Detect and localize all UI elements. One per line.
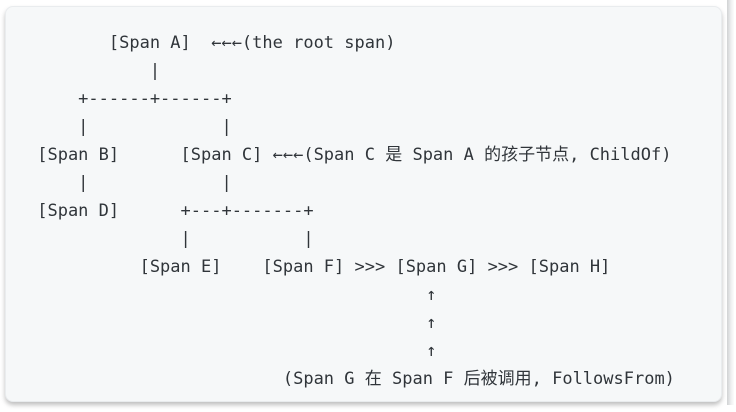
page-edge-shadow — [727, 0, 734, 405]
span-tree-ascii-diagram: [Span A] ←←←(the root span) | +------+--… — [37, 33, 675, 389]
code-block-panel: [Span A] ←←←(the root span) | +------+--… — [5, 6, 722, 402]
